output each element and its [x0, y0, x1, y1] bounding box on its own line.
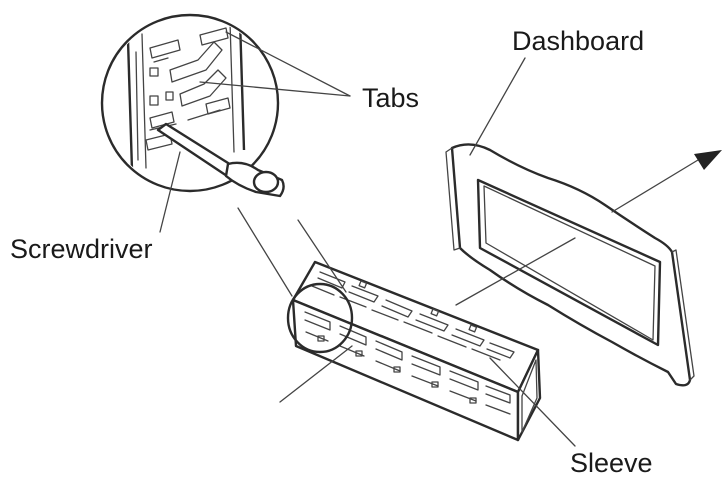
sleeve-top-pattern: [311, 271, 515, 361]
magnified-detail: [100, 13, 285, 198]
dashboard-leader: [469, 57, 526, 156]
screwdriver-tool: [156, 122, 285, 198]
lower-left-leader: [279, 345, 353, 403]
sleeve-label: Sleeve: [570, 448, 653, 478]
sleeve: [286, 260, 542, 442]
tabs-label: Tabs: [362, 83, 419, 113]
sleeve-guide-line: [455, 237, 576, 306]
magnifier-connector-left: [237, 207, 293, 297]
tabs-leaders: [199, 31, 351, 97]
sleeve-leader: [489, 357, 576, 447]
screwdriver-label: Screwdriver: [10, 234, 153, 264]
screwdriver-leader: [159, 151, 181, 233]
sleeve-front-pattern: [304, 311, 511, 415]
dashboard-label: Dashboard: [512, 26, 644, 56]
insertion-arrow: [611, 150, 722, 213]
magnifier-connector-right: [297, 219, 347, 293]
dashboard-panel: [445, 143, 695, 387]
magnify-spot: [286, 282, 354, 354]
